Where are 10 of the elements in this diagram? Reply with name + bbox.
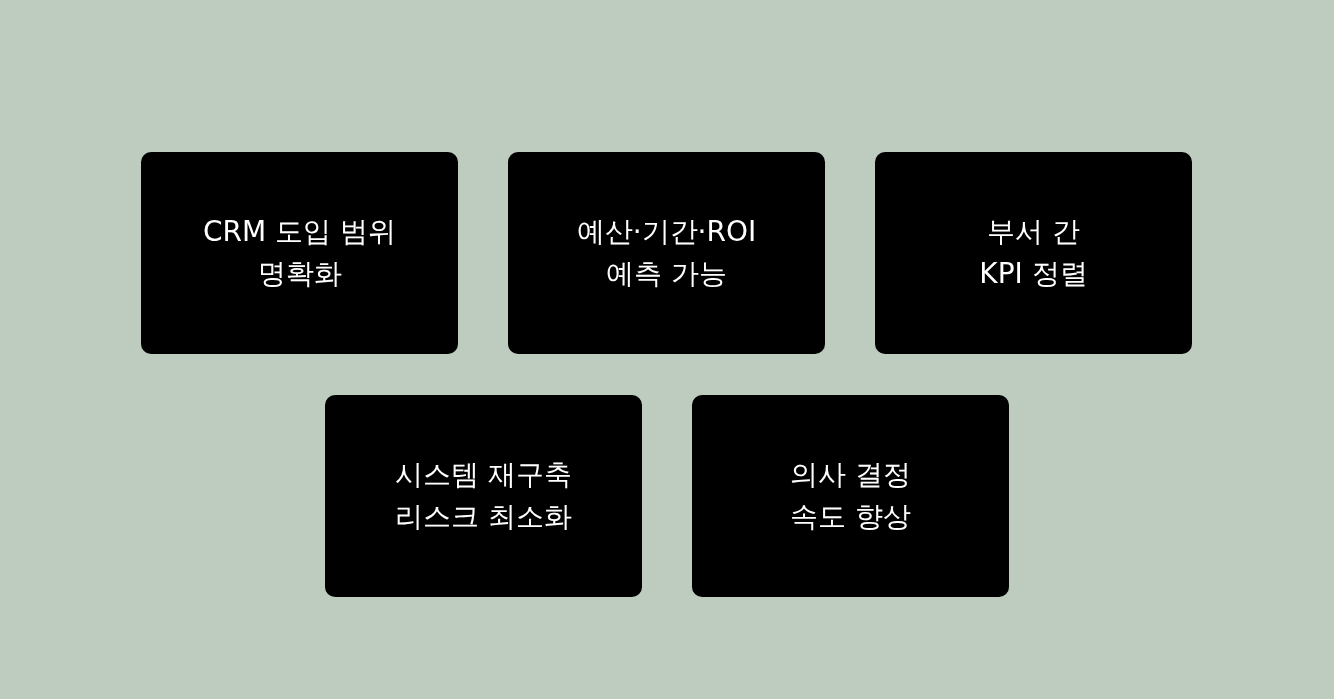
text-card [508, 152, 825, 354]
card-text: 예산·기간·ROI 예측 가능 [575, 214, 758, 292]
card-text: 부서 간 KPI 정렬 [978, 214, 1089, 292]
card-text: 의사 결정 속도 향상 [789, 457, 912, 535]
text-card [325, 395, 642, 597]
text-card [141, 152, 458, 354]
text-card [875, 152, 1192, 354]
text-card [692, 395, 1009, 597]
card-text: 시스템 재구축 리스크 최소화 [394, 457, 573, 535]
card-text: CRM 도입 범위 명확화 [202, 214, 397, 292]
